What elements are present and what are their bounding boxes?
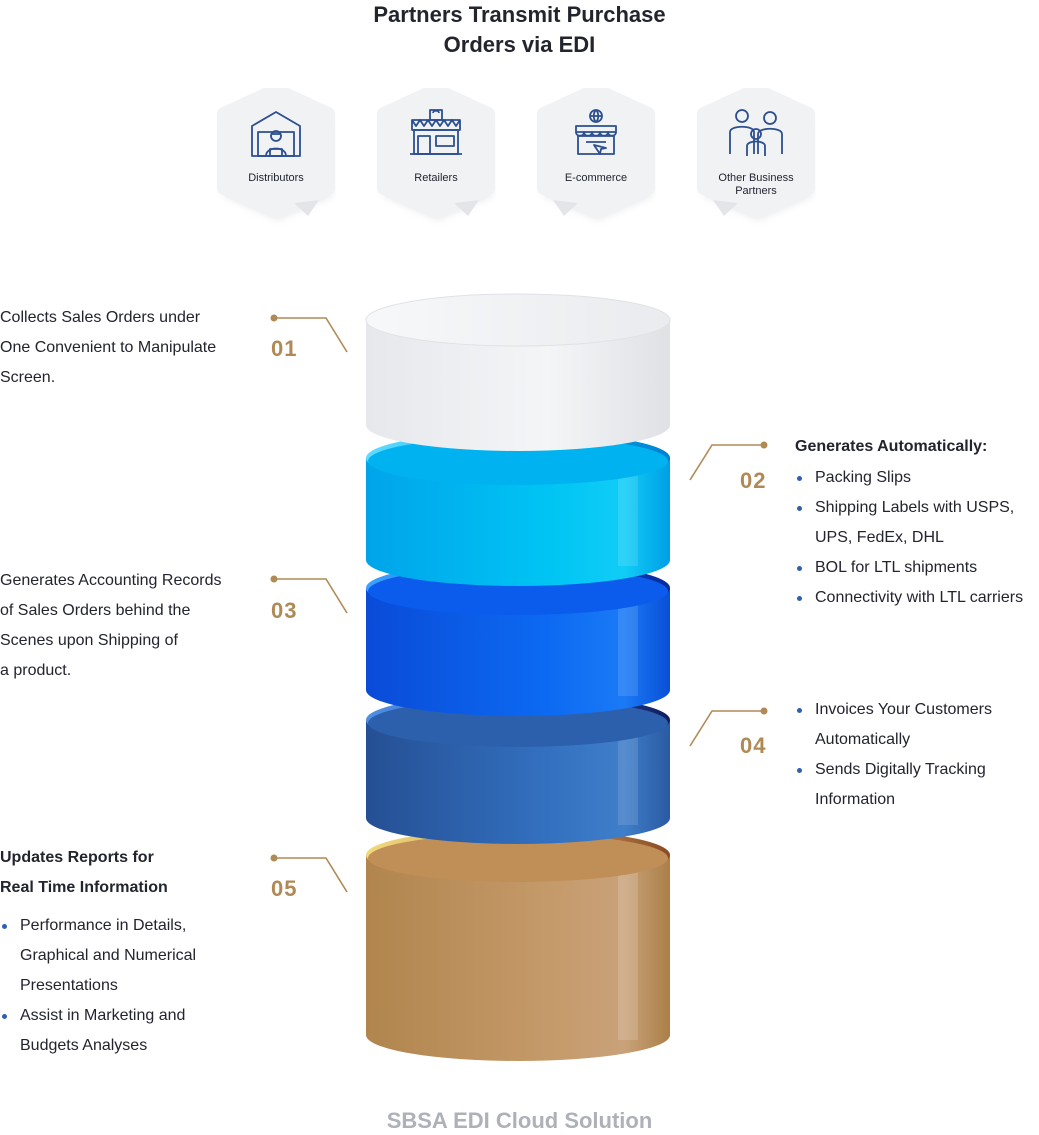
list-item: BOL for LTL shipments bbox=[795, 553, 1039, 583]
page-title: Partners Transmit Purchase Orders via ED… bbox=[0, 0, 1039, 60]
hexagon-shape bbox=[697, 88, 815, 220]
partner-label: E-commerce bbox=[564, 172, 628, 184]
step-number-03: 03 bbox=[271, 598, 298, 623]
partner-label: Retailers bbox=[414, 172, 458, 184]
step-02-heading: Generates Automatically: bbox=[795, 438, 988, 455]
layer-05 bbox=[366, 829, 670, 1061]
step-02-list: Packing Slips Shipping Labels with USPS,… bbox=[795, 463, 1039, 613]
step-01-text: Collects Sales Orders under One Convenie… bbox=[0, 309, 217, 386]
title-line-1: Partners Transmit Purchase bbox=[373, 2, 666, 27]
step-03-text: Generates Accounting Records of Sales Or… bbox=[0, 572, 222, 679]
layer-02 bbox=[366, 432, 670, 586]
footer-caption: SBSA EDI Cloud Solution bbox=[386, 1108, 653, 1133]
partner-distributors: Distributors bbox=[216, 88, 336, 228]
online-store-icon bbox=[575, 109, 617, 155]
partner-label: Distributors bbox=[248, 172, 304, 184]
step-number-05: 05 bbox=[271, 876, 298, 901]
warehouse-worker-icon bbox=[251, 111, 301, 157]
step-number-02: 02 bbox=[740, 468, 767, 493]
step-number-01: 01 bbox=[271, 336, 298, 361]
layer-01 bbox=[365, 293, 671, 451]
connector-dots bbox=[270, 314, 768, 862]
storefront-icon bbox=[410, 109, 462, 155]
hexagon-shape bbox=[377, 88, 495, 220]
list-item: Performance in Details,Graphical and Num… bbox=[0, 911, 250, 1001]
connectors bbox=[274, 317, 764, 893]
layer-04 bbox=[366, 694, 670, 844]
title-line-2: Orders via EDI bbox=[443, 32, 596, 57]
step-05-list: Performance in Details,Graphical and Num… bbox=[0, 911, 250, 1061]
hexagon-shape bbox=[217, 88, 335, 220]
list-item: Connectivity with LTL carriers bbox=[795, 583, 1039, 613]
hexagon-shape bbox=[537, 88, 655, 220]
partner-ecommerce: E-commerce bbox=[536, 88, 656, 228]
partner-retailers: Retailers bbox=[376, 88, 496, 228]
list-item: Shipping Labels with USPS,UPS, FedEx, DH… bbox=[795, 493, 1039, 553]
partner-other: Other Business Partners bbox=[696, 88, 816, 228]
partner-label: Other Business Partners bbox=[718, 172, 794, 197]
people-group-icon bbox=[729, 109, 783, 156]
step-05-heading: Updates Reports for Real Time Informatio… bbox=[0, 849, 168, 896]
step-number-04: 04 bbox=[740, 733, 767, 758]
list-item: Packing Slips bbox=[795, 463, 1039, 493]
